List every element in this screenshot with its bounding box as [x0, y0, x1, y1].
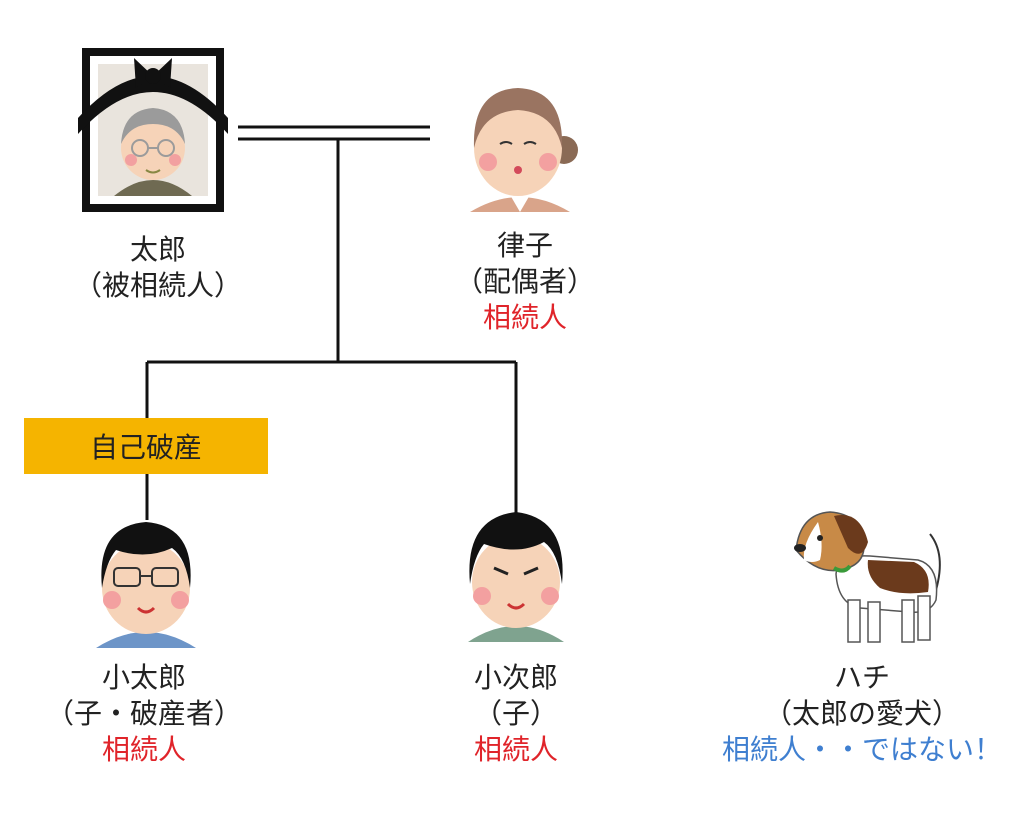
kotaro-status: 相続人	[101, 733, 186, 766]
elderly-woman-icon	[470, 88, 578, 212]
ritsuko-role: （配偶者）	[454, 265, 595, 298]
beagle-dog-icon	[794, 511, 941, 643]
kojiro-label: 小次郎 （子） 相続人	[416, 660, 616, 768]
hachi-label: ハチ （太郎の愛犬） 相続人・・ではない！	[704, 660, 1020, 768]
taro-name: 太郎	[129, 233, 186, 266]
ritsuko-name: 律子	[496, 229, 553, 262]
kojiro-name: 小次郎	[473, 661, 558, 694]
memorial-portrait-icon	[78, 48, 228, 212]
taro-role: （被相続人）	[73, 269, 242, 302]
kotaro-name: 小太郎	[101, 661, 186, 694]
young-man-icon	[468, 512, 564, 642]
bankruptcy-banner: 自己破産	[24, 418, 268, 474]
bankruptcy-banner-text: 自己破産	[89, 431, 202, 464]
taro-label: 太郎 （被相続人）	[60, 232, 256, 304]
hachi-name: ハチ	[833, 661, 890, 694]
kotaro-label: 小太郎 （子・破産者） 相続人	[30, 660, 258, 768]
ritsuko-status: 相続人	[482, 301, 567, 334]
kojiro-status: 相続人	[473, 733, 558, 766]
ritsuko-label: 律子 （配偶者） 相続人	[420, 228, 630, 336]
man-with-glasses-icon	[96, 522, 196, 648]
hachi-status: 相続人・・ではない！	[721, 733, 1002, 766]
kotaro-role: （子・破産者）	[45, 697, 242, 730]
kojiro-role: （子）	[473, 697, 558, 730]
hachi-role: （太郎の愛犬）	[763, 697, 960, 730]
